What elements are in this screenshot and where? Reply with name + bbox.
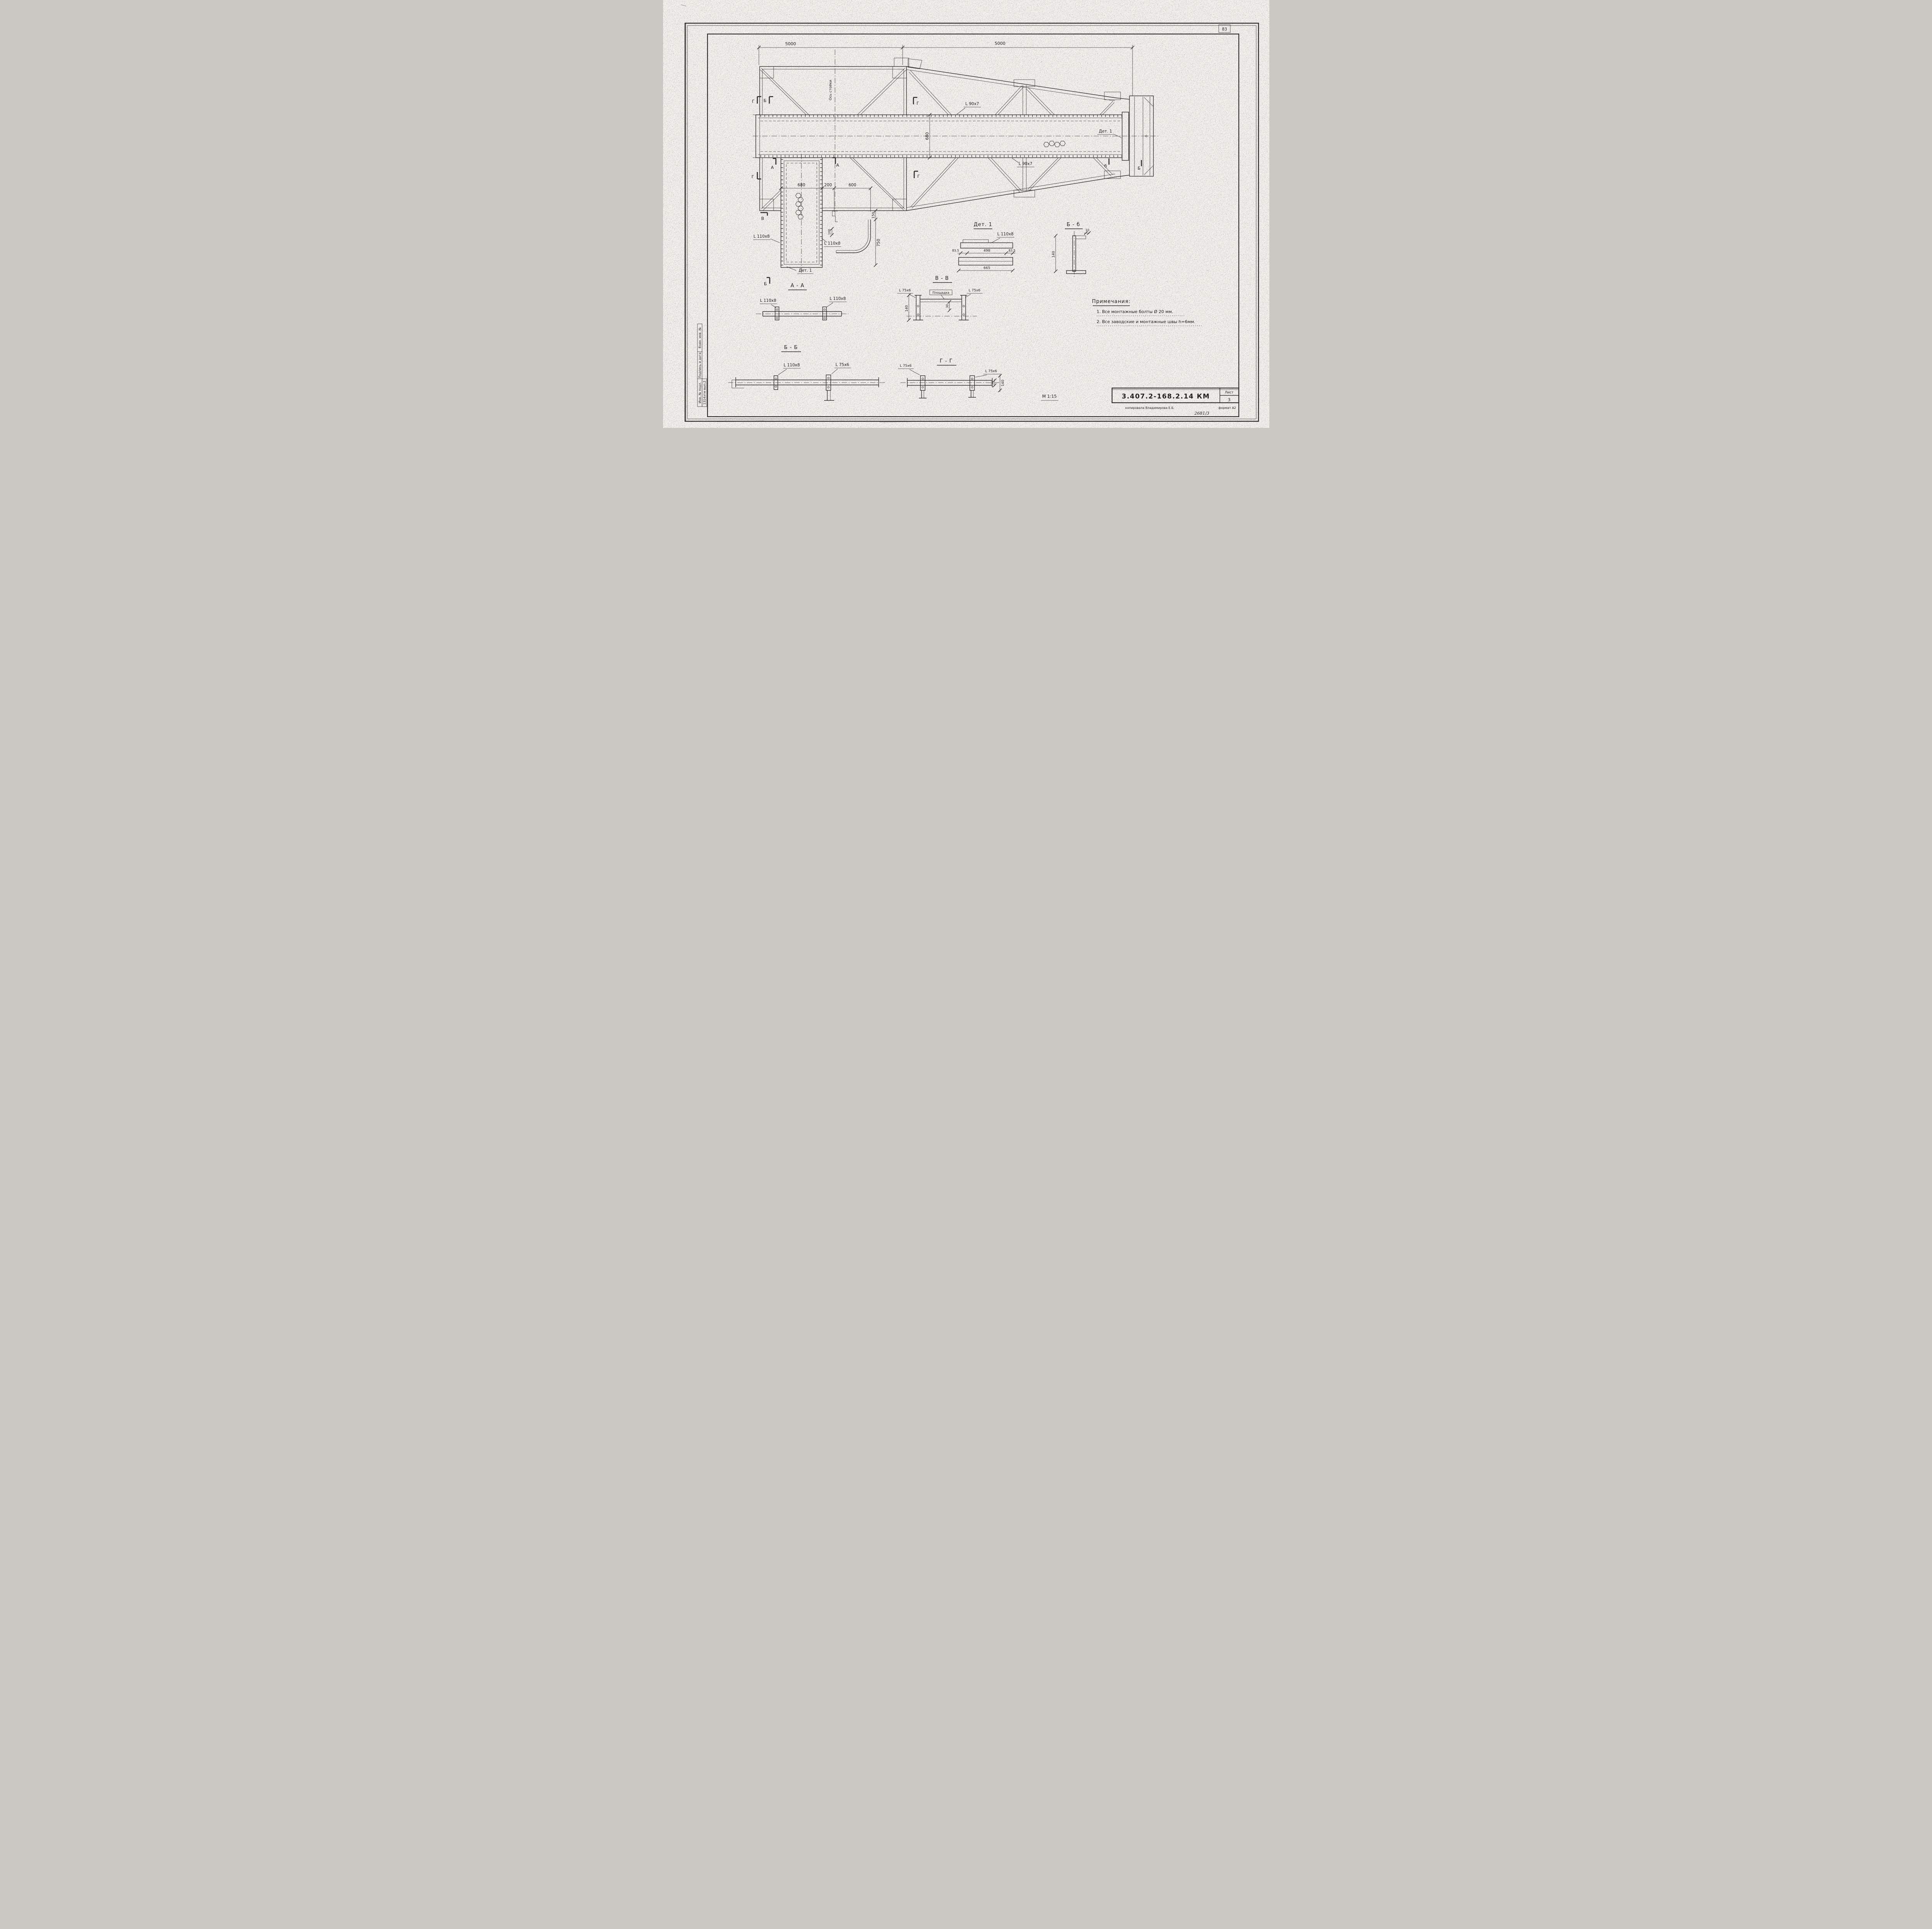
drawing-sheet: 83 Взам. инв. № Подпись и дата Инв. № по… bbox=[663, 0, 1269, 428]
paper-grain-overlay bbox=[663, 0, 1269, 428]
blueprint-svg: 83 Взам. инв. № Подпись и дата Инв. № по… bbox=[663, 0, 1269, 428]
